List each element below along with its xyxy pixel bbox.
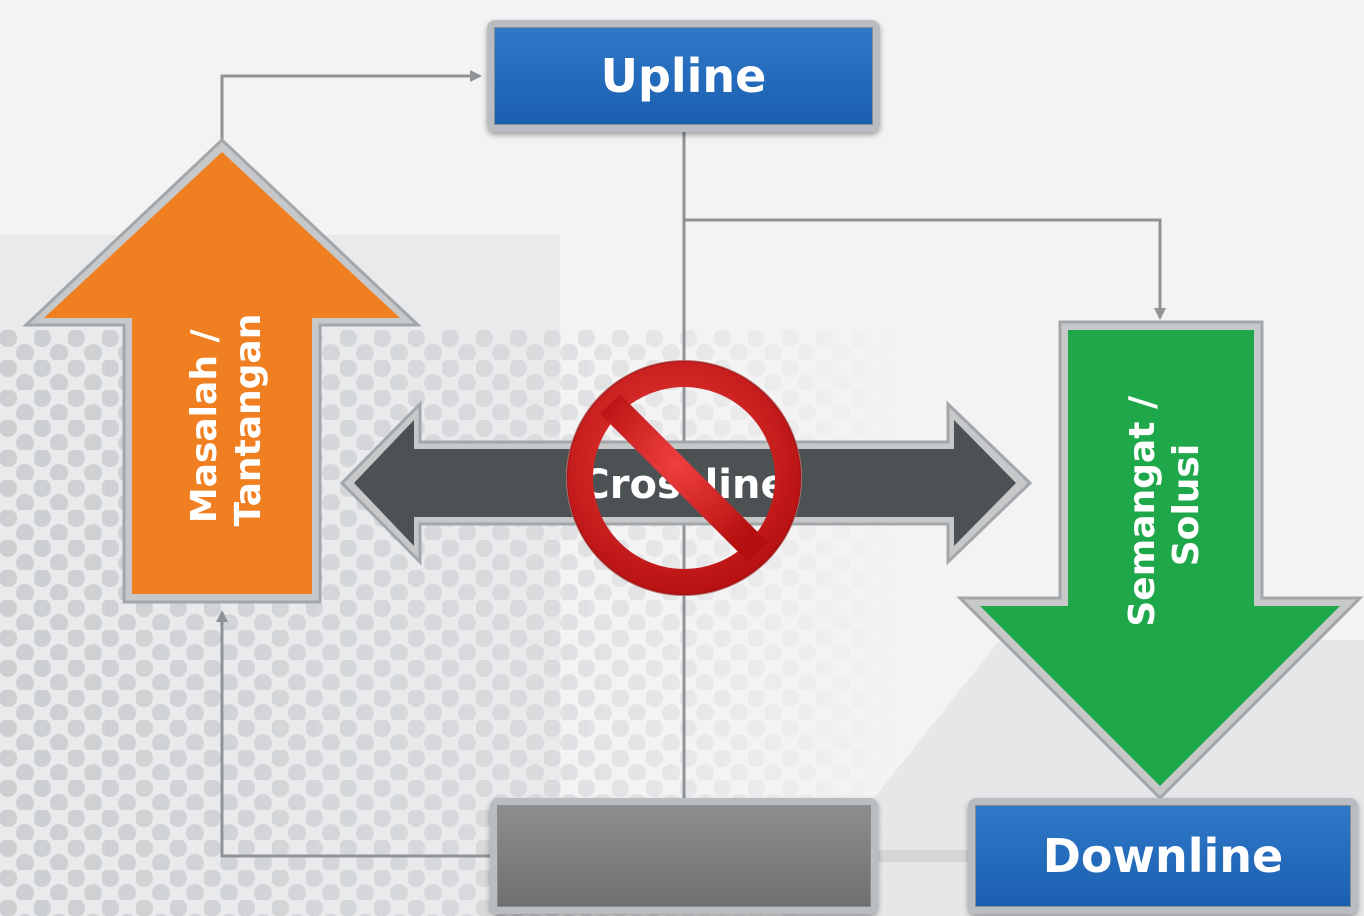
prohibition-icon — [566, 360, 802, 596]
masalah-arrow: Masalah / Tantangan — [22, 137, 422, 604]
masalah-label: Masalah / Tantangan — [184, 314, 269, 527]
connector-to-upline — [220, 70, 482, 140]
upline-node: Upline — [487, 20, 880, 132]
downline-label: Downline — [1042, 829, 1284, 883]
bottom-center-node — [490, 798, 878, 914]
semangat-arrow: Semangat / Solusi — [956, 320, 1364, 801]
upline-label: Upline — [600, 49, 767, 103]
connector-to-masalah-arrow — [216, 610, 490, 858]
downline-node: Downline — [968, 798, 1358, 914]
semangat-label: Semangat / Solusi — [1122, 383, 1207, 626]
connector-to-downline-arrow — [684, 218, 1166, 320]
